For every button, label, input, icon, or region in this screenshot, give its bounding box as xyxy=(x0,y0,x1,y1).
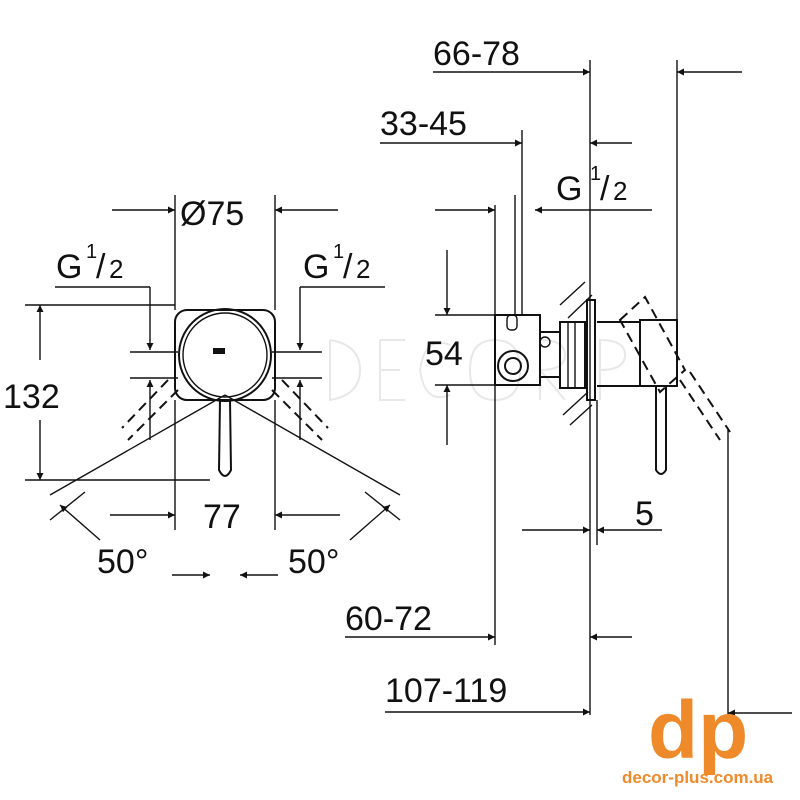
thread-right-slash: / xyxy=(343,248,353,286)
dim-body-height: 54 xyxy=(425,335,463,373)
dim-height: 132 xyxy=(3,378,60,416)
rosette xyxy=(178,308,272,402)
dim-depth-body: 33-45 xyxy=(380,105,467,143)
lever xyxy=(217,399,233,477)
dim-thread-left-g: G xyxy=(56,248,82,286)
logo-url: decor-plus.com.ua xyxy=(622,768,774,787)
mounting-plate xyxy=(174,309,276,401)
thread-left-num: 1 xyxy=(86,241,97,263)
side-lever xyxy=(655,386,667,475)
thread-right-den: 2 xyxy=(356,254,370,284)
dim-depth-total: 107-119 xyxy=(385,672,507,710)
side-view: 66-78 33-45 G 1 / 2 54 5 60-72 107-119 xyxy=(345,35,792,720)
indicator-mark xyxy=(213,348,225,354)
inlet-port xyxy=(497,350,529,382)
handle-body xyxy=(597,321,641,387)
decor-plus-logo: dp decor-plus.com.ua xyxy=(622,685,774,787)
dim-width: 77 xyxy=(203,498,241,536)
thread-den: 2 xyxy=(613,176,627,206)
thread-left-slash: / xyxy=(96,248,106,286)
rosette-inner xyxy=(182,312,268,398)
dim-thread-g: G xyxy=(556,170,582,208)
handle-front xyxy=(639,319,678,387)
thread-right-num: 1 xyxy=(333,241,344,263)
dim-plate: 5 xyxy=(635,495,654,533)
thread-num: 1 xyxy=(590,163,601,185)
dim-angle-right: 50° xyxy=(288,543,339,581)
watermark xyxy=(329,338,627,402)
thread-slash: / xyxy=(600,170,610,208)
logo-mark: dp xyxy=(648,685,748,776)
wall-plate xyxy=(586,299,596,401)
dim-diameter: Ø75 xyxy=(180,195,244,233)
dim-depth-total-front: 66-78 xyxy=(433,35,520,73)
dim-depth-rear: 60-72 xyxy=(345,600,432,638)
dim-thread-right-g: G xyxy=(303,248,329,286)
dim-angle-left: 50° xyxy=(97,543,148,581)
front-view: Ø75 G 1 / 2 G 1 / 2 132 77 xyxy=(3,195,401,581)
thread-left-den: 2 xyxy=(109,254,123,284)
